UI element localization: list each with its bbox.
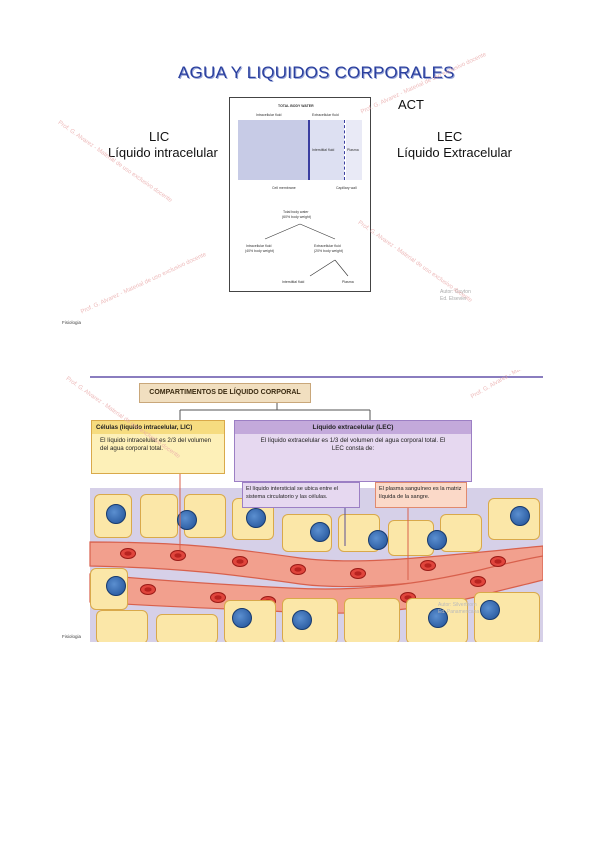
credit-slide-1-line-1: Autor: Guyton xyxy=(440,289,471,295)
top-rule xyxy=(90,376,543,378)
lec-box: Líquido extracelular (LEC) El líquido ex… xyxy=(234,420,472,482)
nucleus xyxy=(510,506,530,526)
watermark: Prof. G. Alvarez - Material de uso exclu… xyxy=(80,251,208,316)
leaf-interstitial: Interstitial fluid xyxy=(282,280,305,284)
credit-slide-1-line-2: Ed. Elsevier xyxy=(440,296,467,302)
cell-membrane-line xyxy=(308,120,310,180)
cell xyxy=(440,514,482,552)
total-line-1: Total body water xyxy=(283,210,309,214)
red-blood-cell xyxy=(490,556,506,567)
nucleus xyxy=(368,530,388,550)
leaf-plasma: Plasma xyxy=(342,280,354,284)
red-blood-cell xyxy=(470,576,486,587)
cell xyxy=(344,598,400,642)
cell xyxy=(388,520,434,556)
slide-2-footer: Fisiologia xyxy=(62,634,82,639)
red-blood-cell xyxy=(420,560,436,571)
icf-line-2: (40% body weight) xyxy=(245,249,274,253)
lic-box-text: El líquido intracelular es 2/3 del volum… xyxy=(100,437,212,452)
red-blood-cell xyxy=(140,584,156,595)
cell xyxy=(96,610,148,642)
figure-heading: TOTAL BODY WATER xyxy=(278,104,314,108)
plasma-box: El plasma sanguíneo es la matriz líquida… xyxy=(375,482,467,508)
nucleus xyxy=(310,522,330,542)
cell xyxy=(140,494,178,538)
nucleus xyxy=(106,504,126,524)
red-blood-cell xyxy=(120,548,136,559)
nucleus xyxy=(232,608,252,628)
lic-full: Líquido intracelular xyxy=(108,145,218,160)
plasma-region xyxy=(346,120,362,180)
nucleus xyxy=(480,600,500,620)
lec-box-title: Líquido extracelular (LEC) xyxy=(235,421,471,434)
credit-slide-2-line-2: Ed. Panamericana xyxy=(438,609,480,615)
red-blood-cell xyxy=(232,556,248,567)
nucleus xyxy=(428,608,448,628)
lec-abbr: LEC xyxy=(437,129,463,144)
nucleus xyxy=(427,530,447,550)
red-blood-cell xyxy=(170,550,186,561)
nucleus xyxy=(106,576,126,596)
slide-1-title: AGUA Y LIQUIDOS CORPORALES xyxy=(178,63,455,82)
capillary-wall-line xyxy=(344,120,345,180)
lic-box-title: Células (líquido intracelular, LIC) xyxy=(92,421,224,434)
icf-line-1: Intracellular fluid xyxy=(246,244,272,248)
label-capillary-wall: Capillary wall xyxy=(336,186,357,190)
nucleus xyxy=(292,610,312,630)
slide-1-footer: Fisiologia xyxy=(62,320,82,325)
interstitial-region xyxy=(310,120,344,180)
red-blood-cell xyxy=(350,568,366,579)
icf-region xyxy=(238,120,308,180)
slide-1: AGUA Y LIQUIDOS CORPORALES ACT LIC Líqui… xyxy=(57,50,543,330)
act-label: ACT xyxy=(398,97,424,112)
label-intracellular: Intracellular fluid xyxy=(256,113,282,117)
interstitial-box: El líquido intersticial se ubica entre e… xyxy=(242,482,360,508)
label-cell-membrane: Cell membrane xyxy=(272,186,296,190)
compartments-box: COMPARTIMENTOS DE LÍQUIDO CORPORAL xyxy=(139,383,311,403)
tree-lines xyxy=(264,223,349,277)
label-extracellular: Extracellular fluid xyxy=(312,113,339,117)
red-blood-cell xyxy=(290,564,306,575)
body-water-figure: TOTAL BODY WATER Intracellular fluid Ext… xyxy=(229,97,371,292)
lec-box-text: El líquido extracelular es 1/3 del volum… xyxy=(260,437,446,452)
ecf-line-1: Extracellular fluid xyxy=(314,244,341,248)
lic-abbr: LIC xyxy=(149,129,170,144)
lec-full: Líquido Extracelular xyxy=(397,145,512,160)
red-blood-cell xyxy=(210,592,226,603)
credit-slide-2-line-1: Autor: Silverthorn xyxy=(438,602,477,608)
watermark: Prof. G. Alvarez - Material de uso exclu… xyxy=(356,220,473,304)
nucleus xyxy=(246,508,266,528)
nucleus xyxy=(177,510,197,530)
slide-2: COMPARTIMENTOS DE LÍQUIDO CORPORAL Célul… xyxy=(60,370,543,642)
label-interstitial: Interstitial fluid xyxy=(312,148,335,152)
ecf-line-2: (20% body weight) xyxy=(314,249,343,253)
lic-box: Células (líquido intracelular, LIC) El l… xyxy=(91,420,225,474)
label-plasma: Plasma xyxy=(347,148,359,152)
cell xyxy=(156,614,218,642)
total-line-2: (60% body weight) xyxy=(282,215,311,219)
